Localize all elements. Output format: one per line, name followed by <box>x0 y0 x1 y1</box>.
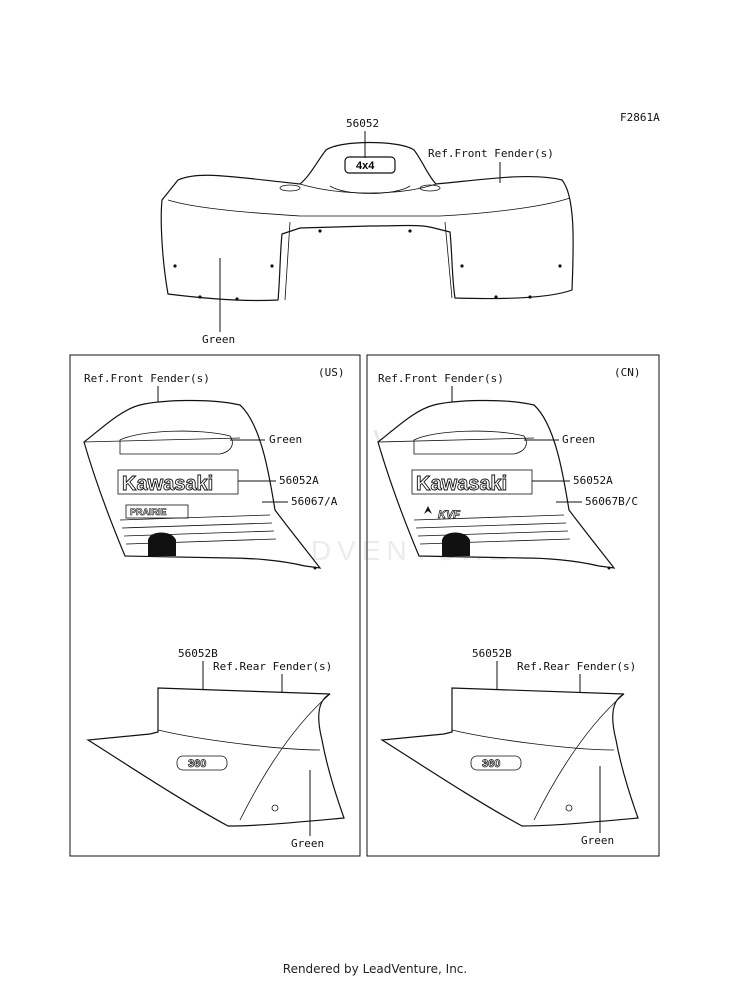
cn-panel-frame <box>366 354 660 857</box>
top-color-label: Green <box>202 333 235 346</box>
us-green-rear: Green <box>291 837 324 850</box>
cn-part-b: 56067B/C <box>585 495 638 508</box>
cn-kawasaki-logo: Kawasaki <box>416 473 507 495</box>
cn-region: (CN) <box>614 366 641 379</box>
maple-leaf-icon <box>424 506 432 514</box>
us-panel-frame <box>69 354 361 857</box>
us-green-front: Green <box>269 433 302 446</box>
cn-rear-fender: 360 <box>380 687 639 827</box>
cn-green-front: Green <box>562 433 595 446</box>
us-part-a: 56052A <box>279 474 319 487</box>
diagram-code: F2861A <box>620 111 660 124</box>
badge-4x4 <box>344 156 396 174</box>
cn-emblem: 360 <box>482 758 500 770</box>
us-kawasaki-logo: Kawasaki <box>122 473 213 495</box>
us-part-rear: 56052B <box>178 647 218 660</box>
cn-part-a: 56052A <box>573 474 613 487</box>
top-front-fender: 4x4 <box>160 141 574 302</box>
us-front-fender: Kawasaki PRAIRIE <box>83 399 322 570</box>
us-ref-front: Ref.Front Fender(s) <box>84 372 210 385</box>
us-rear-fender: 360 <box>86 687 345 827</box>
cn-green-rear: Green <box>581 834 614 847</box>
top-ref-label: Ref.Front Fender(s) <box>428 147 554 160</box>
us-part-b: 56067/A <box>291 495 338 508</box>
us-emblem: 360 <box>188 758 206 770</box>
us-model-logo: PRAIRIE <box>130 507 167 517</box>
footer-credit: Rendered by LeadVenture, Inc. <box>282 962 468 976</box>
cn-ref-front: Ref.Front Fender(s) <box>378 372 504 385</box>
us-ref-rear: Ref.Rear Fender(s) <box>213 660 332 673</box>
cn-part-rear: 56052B <box>472 647 512 660</box>
parts-diagram: LEADVENTURE F2861A 4x4 56052 Ref.Front F… <box>69 111 660 857</box>
cn-front-fender: Kawasaki KVF <box>377 399 616 570</box>
cn-ref-rear: Ref.Rear Fender(s) <box>517 660 636 673</box>
badge-4x4-text: 4x4 <box>356 160 375 172</box>
top-part-number: 56052 <box>346 117 379 130</box>
cn-model-logo: KVF <box>438 509 460 521</box>
us-region: (US) <box>318 366 345 379</box>
